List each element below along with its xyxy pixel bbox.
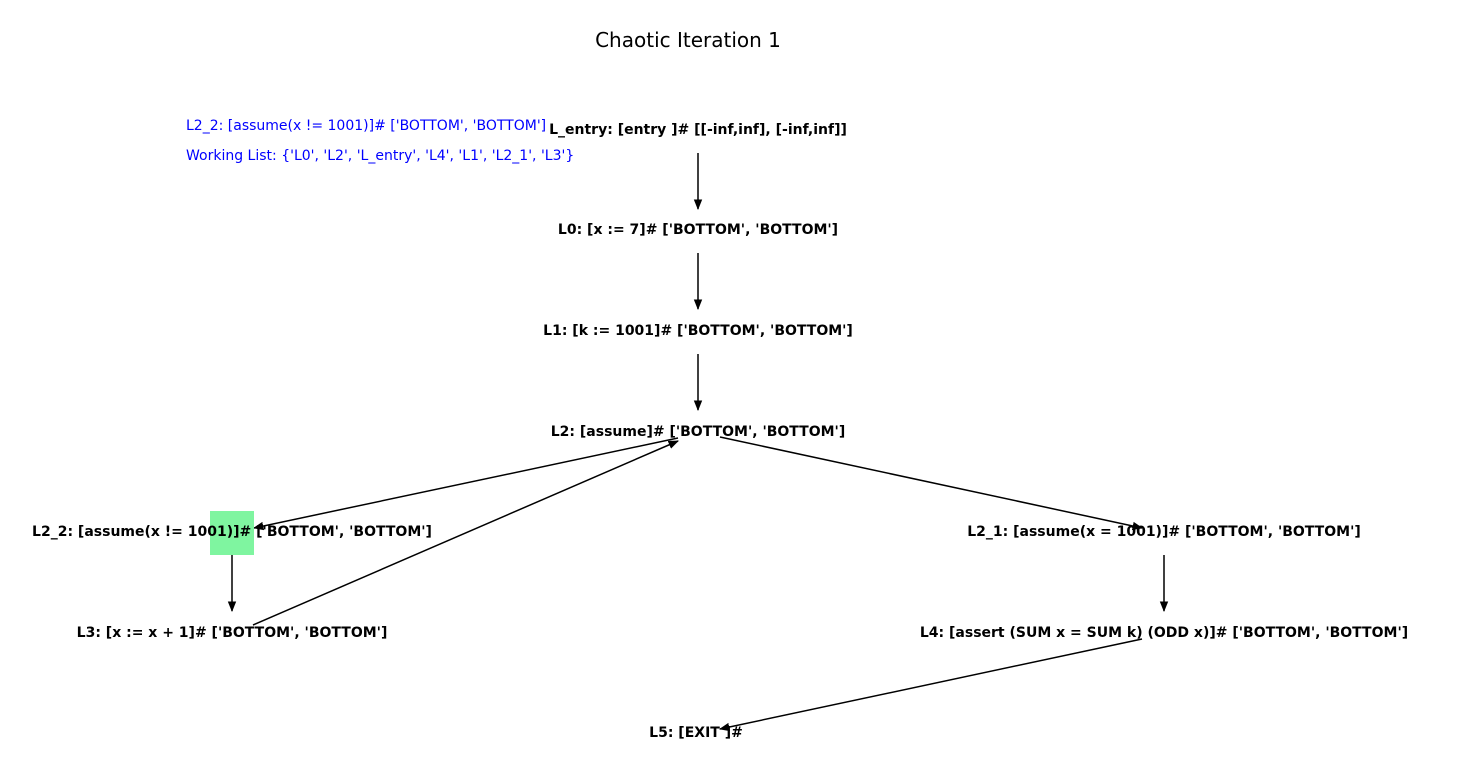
node-l2-2: L2_2: [assume(x != 1001)]# ['BOTTOM', 'B… xyxy=(32,524,432,540)
node-l2: L2: [assume]# ['BOTTOM', 'BOTTOM'] xyxy=(550,424,846,440)
current-node-info: L2_2: [assume(x != 1001)]# ['BOTTOM', 'B… xyxy=(186,118,547,134)
node-l-entry: L_entry: [entry ]# [[-inf,inf], [-inf,in… xyxy=(549,122,847,138)
edge-l4-to-l5 xyxy=(718,638,1143,732)
edge-l2-to-l2-2 xyxy=(252,437,679,531)
node-l0: L0: [x := 7]# ['BOTTOM', 'BOTTOM'] xyxy=(557,222,839,238)
diagram-title: Chaotic Iteration 1 xyxy=(595,28,781,52)
node-l5: L5: [EXIT ]# xyxy=(649,725,743,741)
edge-l3-to-l2 xyxy=(252,440,679,626)
current-node-highlight xyxy=(210,511,254,555)
edge-l2-to-l2-1 xyxy=(719,436,1144,531)
node-l2-1: L2_1: [assume(x = 1001)]# ['BOTTOM', 'BO… xyxy=(967,524,1361,540)
node-l1: L1: [k := 1001]# ['BOTTOM', 'BOTTOM'] xyxy=(543,323,853,339)
working-list-info: Working List: {'L0', 'L2', 'L_entry', 'L… xyxy=(186,148,575,164)
edges-group xyxy=(227,153,1169,732)
node-l3: L3: [x := x + 1]# ['BOTTOM', 'BOTTOM'] xyxy=(76,625,388,641)
node-l4: L4: [assert (SUM x = SUM k) (ODD x)]# ['… xyxy=(919,625,1409,641)
